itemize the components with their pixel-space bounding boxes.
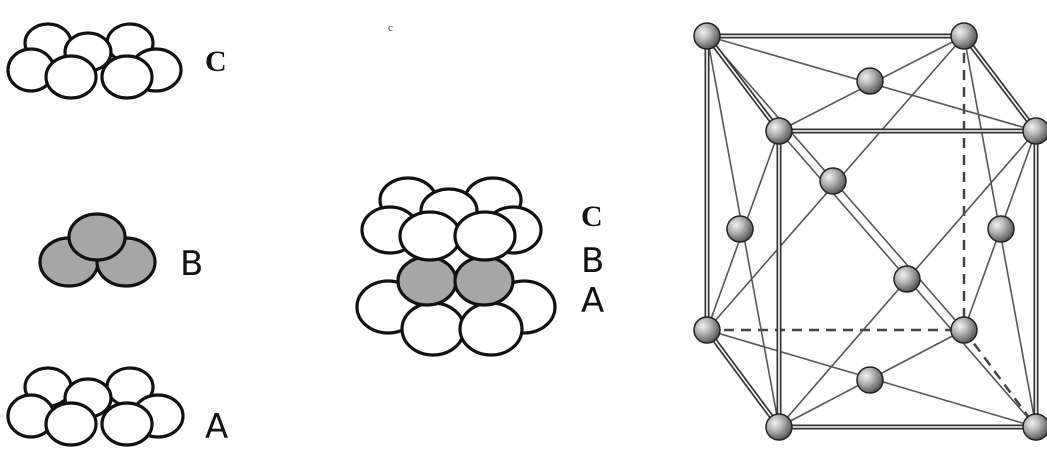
fcc-unit-cell [694, 23, 1047, 440]
layer-b-label: B [180, 244, 203, 284]
layer-a-label: A [205, 407, 228, 447]
stack-b-label: B [581, 241, 604, 281]
layer-b-spheres [40, 214, 155, 286]
speck-mark: c [388, 22, 393, 34]
layer-a-spheres [8, 368, 183, 445]
layer-c-spheres [8, 24, 181, 98]
layer-c-label: C [205, 45, 227, 78]
stack-a-label: A [581, 281, 604, 321]
stack-c-label: C [581, 200, 603, 233]
stacked-layers [357, 178, 555, 355]
